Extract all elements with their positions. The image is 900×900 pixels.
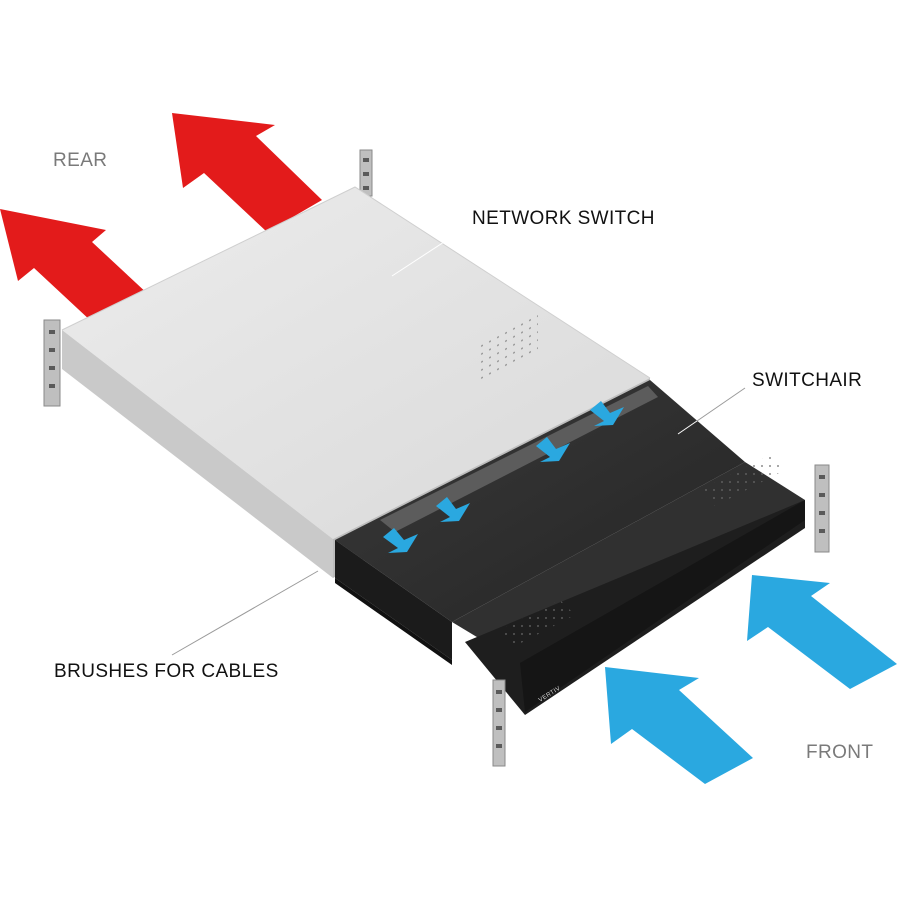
switchair-label: SWITCHAIR <box>752 370 863 391</box>
internal-arrow-1 <box>383 528 418 553</box>
rack-rail-front-left <box>492 679 506 767</box>
intake-arrow-lower <box>605 667 753 784</box>
exhaust-arrow-left <box>0 209 150 322</box>
rack-rail-rear-left <box>43 319 61 407</box>
exhaust-arrow-right <box>172 113 322 232</box>
internal-arrow-4 <box>590 401 624 426</box>
intake-arrow-upper <box>747 575 897 689</box>
rack-rail-rear-right <box>359 149 373 197</box>
rack-rail-front-right <box>814 464 830 553</box>
switchair-unit: VERTIV <box>335 313 805 715</box>
internal-arrow-3 <box>536 437 570 462</box>
brushes-leader <box>171 570 319 656</box>
network-switch-leader <box>391 224 471 277</box>
rear-label: REAR <box>53 150 108 171</box>
network-switch-label: NETWORK SWITCH <box>472 208 655 229</box>
internal-arrow-2 <box>436 497 470 522</box>
internal-airflow-arrows <box>383 401 624 553</box>
front-label: FRONT <box>806 742 874 763</box>
switchair-leader-outer <box>696 387 746 422</box>
brushes-for-cables-label: BRUSHES FOR CABLES <box>54 661 279 682</box>
